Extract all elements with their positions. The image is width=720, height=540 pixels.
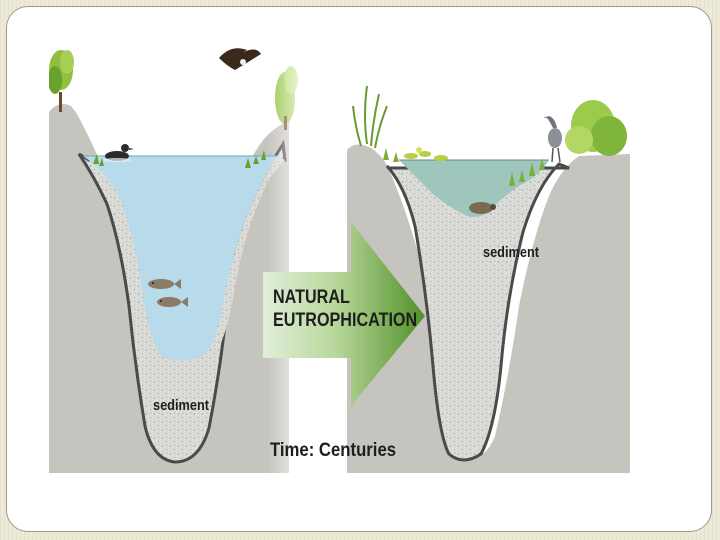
heron-icon	[543, 116, 562, 162]
eutrophication-diagram: NATURAL EUTROPHICATION sediment sediment…	[49, 36, 630, 473]
arrow-label-line-1: NATURAL	[273, 286, 417, 309]
left-tree-group	[49, 50, 74, 112]
loon-icon	[103, 144, 134, 162]
fog-band	[267, 36, 347, 473]
sediment-label-right: sediment	[483, 244, 539, 261]
shrub-right	[565, 100, 627, 156]
arrow-label-line-2: EUTROPHICATION	[273, 309, 417, 332]
reeds-left	[353, 86, 387, 148]
arrow-label: NATURAL EUTROPHICATION	[273, 286, 417, 332]
eagle-icon	[219, 48, 261, 70]
lily-pads	[404, 147, 448, 161]
time-label: Time: Centuries	[270, 440, 396, 462]
sediment-label-left: sediment	[153, 397, 209, 414]
diagram-illustration	[49, 36, 630, 473]
